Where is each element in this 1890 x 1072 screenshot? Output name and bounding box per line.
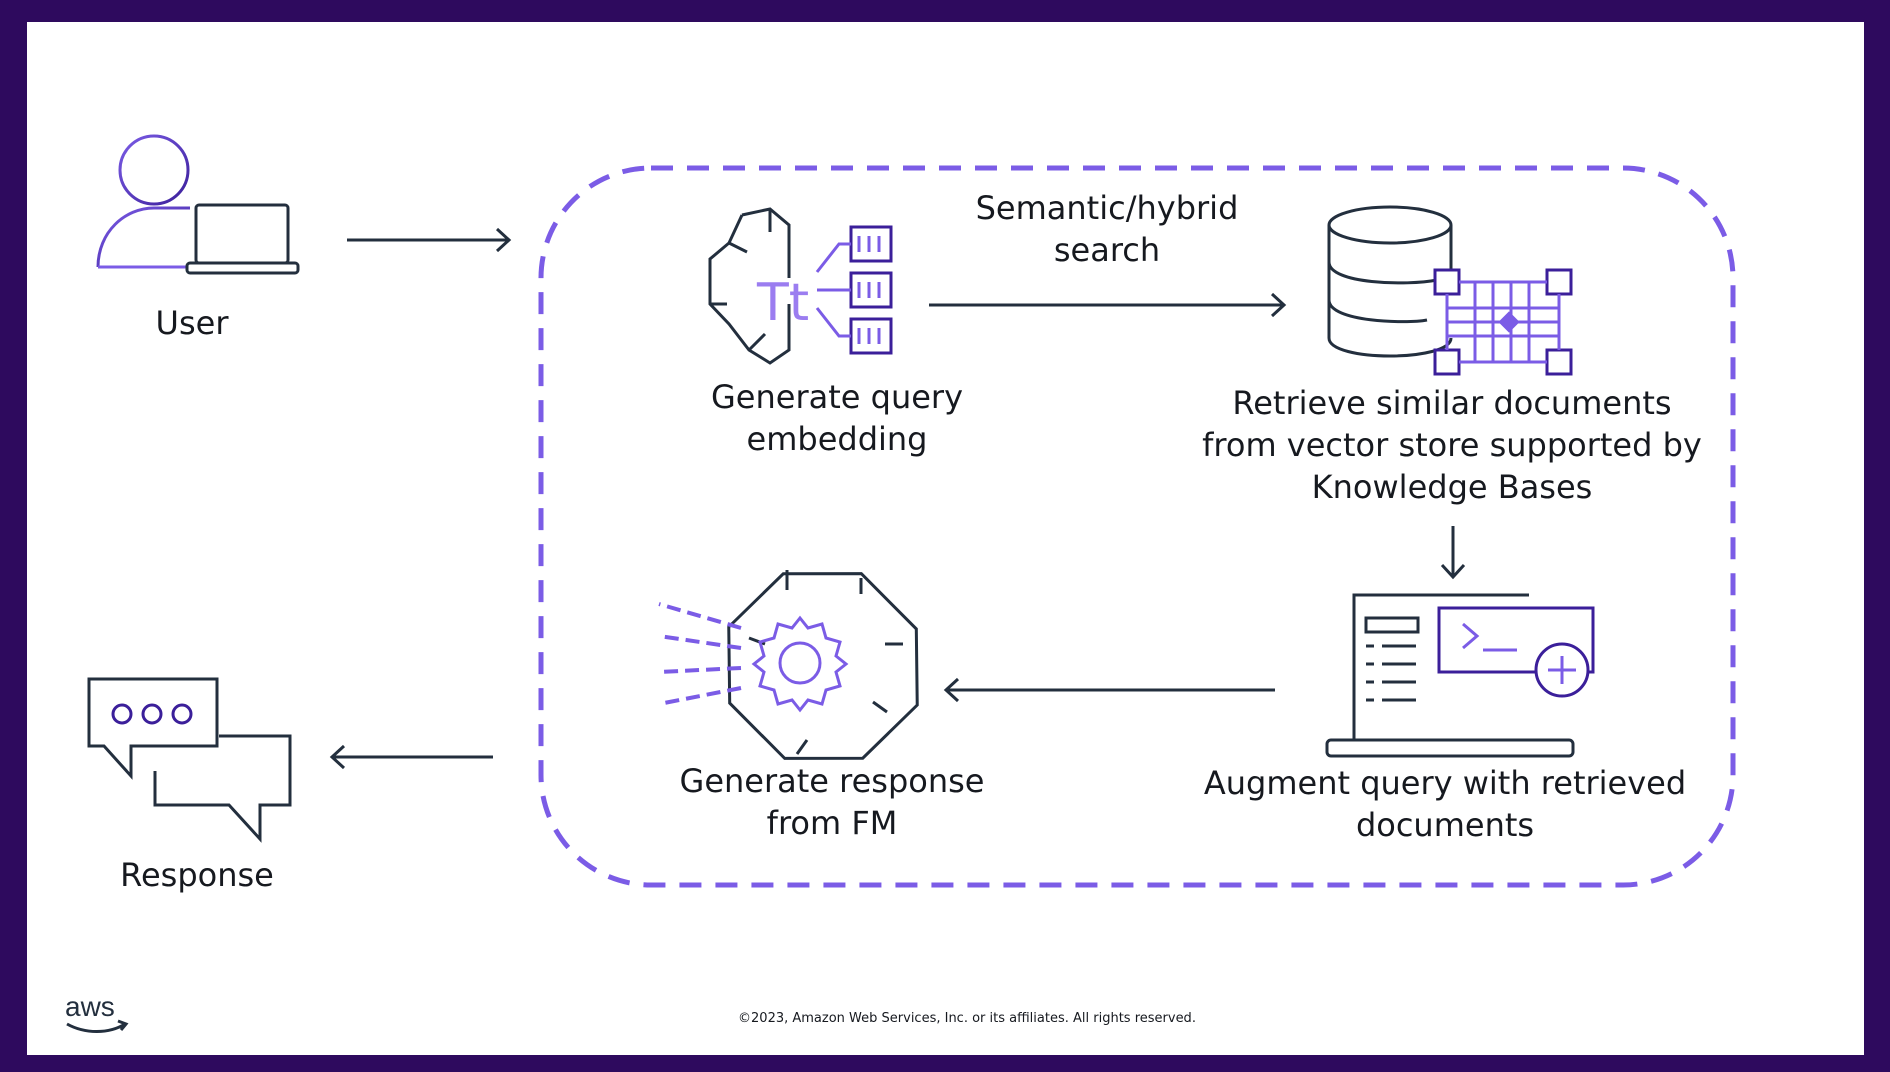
aws-logo: aws	[63, 990, 133, 1041]
foundation-model-gear-icon	[658, 570, 919, 760]
generate-label: Generate response from FM	[679, 762, 985, 842]
arrow-embedding-to-retrieve	[929, 292, 1287, 318]
diagram-canvas: Tt	[27, 22, 1864, 1055]
response-label: Response	[120, 856, 274, 894]
embedding-label: Generate query embedding	[711, 378, 963, 458]
arrow-retrieve-to-augment	[1440, 526, 1466, 580]
arrow-process-to-response	[329, 744, 493, 770]
user-laptop-icon	[96, 134, 300, 275]
svg-text:aws: aws	[65, 991, 115, 1022]
retrieve-label: Retrieve similar documents from vector s…	[1202, 384, 1702, 506]
embedding-brain-icon: Tt	[708, 207, 893, 365]
search-edge-label: Semantic/hybrid search	[975, 189, 1239, 269]
arrow-user-to-process	[347, 227, 512, 253]
chat-bubbles-icon	[87, 677, 292, 843]
copyright-notice: ©2023, Amazon Web Services, Inc. or its …	[738, 1011, 1196, 1026]
augment-label: Augment query with retrieved documents	[1203, 764, 1687, 844]
arrow-augment-to-generate	[943, 677, 1275, 703]
user-label: User	[155, 304, 229, 342]
svg-text:Tt: Tt	[756, 273, 809, 333]
laptop-terminal-plus-icon	[1325, 593, 1595, 758]
process-boundary	[538, 165, 1736, 888]
rag-workflow-diagram: Tt	[87, 134, 1736, 888]
vector-database-icon	[1327, 205, 1573, 376]
